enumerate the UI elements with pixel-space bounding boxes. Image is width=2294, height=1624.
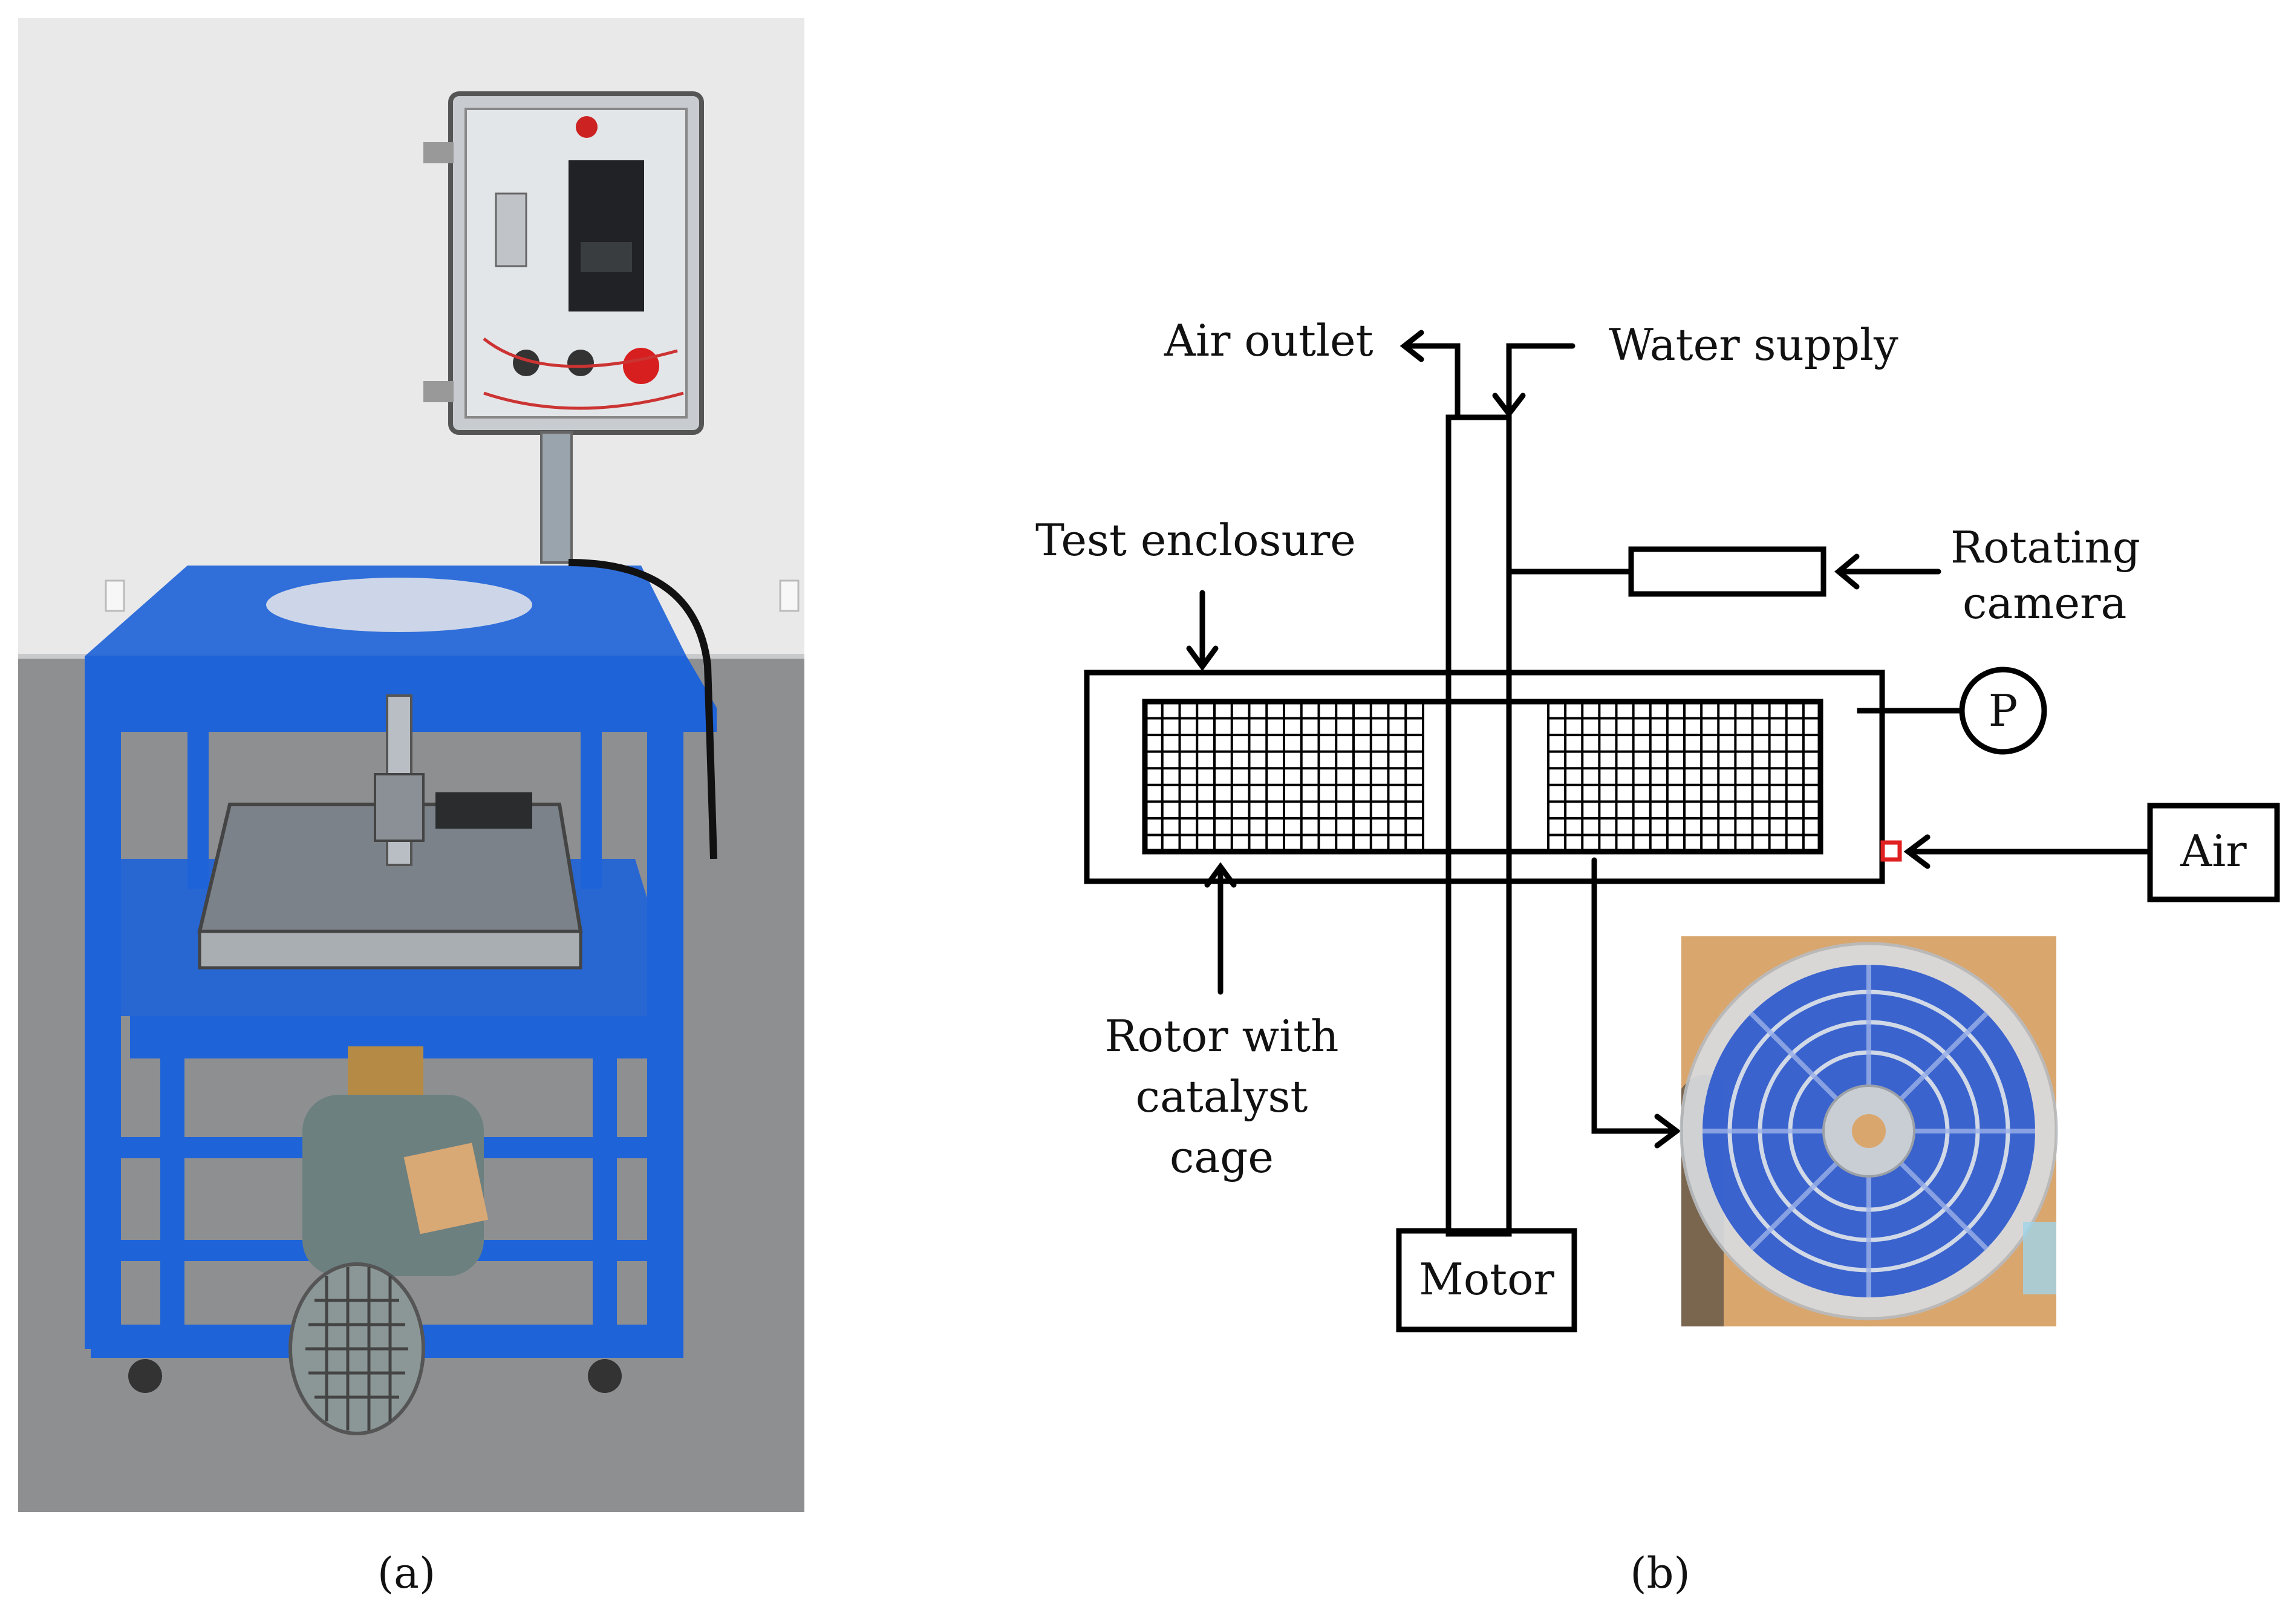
catalyst-cage-left [1144, 700, 1424, 853]
motor-box [1396, 1228, 1577, 1332]
label-camera: camera [1963, 578, 2126, 628]
photo-equipment [18, 18, 804, 1512]
camera-pointer-arrow [1834, 553, 1860, 590]
test-enclosure [1084, 670, 1885, 884]
pressure-gauge [1959, 667, 2047, 755]
photo-motor [288, 1046, 489, 1435]
photo-control-box [423, 91, 704, 435]
water-supply-line [1506, 343, 1575, 414]
enclosure-pointer-arrow [1186, 645, 1219, 671]
label-motor: Motor [1419, 1254, 1554, 1305]
air-outlet-arrow [1400, 330, 1424, 362]
label-air: Air [2180, 826, 2247, 876]
drive-shaft [1445, 414, 1512, 1237]
rotor-photo-pointer-line [1591, 857, 1675, 1134]
caption-b: (b) [1630, 1548, 1690, 1598]
rotating-camera [1628, 546, 1826, 597]
air-inlet-arrow [1903, 834, 1931, 869]
label-rotating: Rotating [1950, 522, 2140, 573]
label-rotor-3: cage [1170, 1132, 1274, 1182]
rotor-photo-pointer-arrow [1654, 1114, 1681, 1149]
caption-a: (a) [377, 1548, 435, 1598]
photo-test-chamber [197, 694, 583, 970]
label-rotor-2: catalyst [1136, 1071, 1308, 1122]
rotor-photo [1680, 936, 2058, 1326]
rotor-pointer-arrow [1204, 862, 1237, 888]
label-pressure: P [1989, 685, 2018, 736]
label-test-enclosure: Test enclosure [1035, 515, 1356, 566]
label-air-outlet: Air outlet [1164, 315, 1373, 366]
water-supply-arrow [1492, 393, 1526, 419]
catalyst-cage-right [1547, 700, 1822, 853]
air-outlet-line [1406, 343, 1461, 420]
label-rotor-1: Rotor with [1104, 1011, 1338, 1061]
schematic: Air outlet Water supply Rotating camera … [1035, 315, 2280, 1332]
air-inlet-port [1880, 840, 1902, 862]
label-water-supply: Water supply [1609, 319, 1898, 370]
